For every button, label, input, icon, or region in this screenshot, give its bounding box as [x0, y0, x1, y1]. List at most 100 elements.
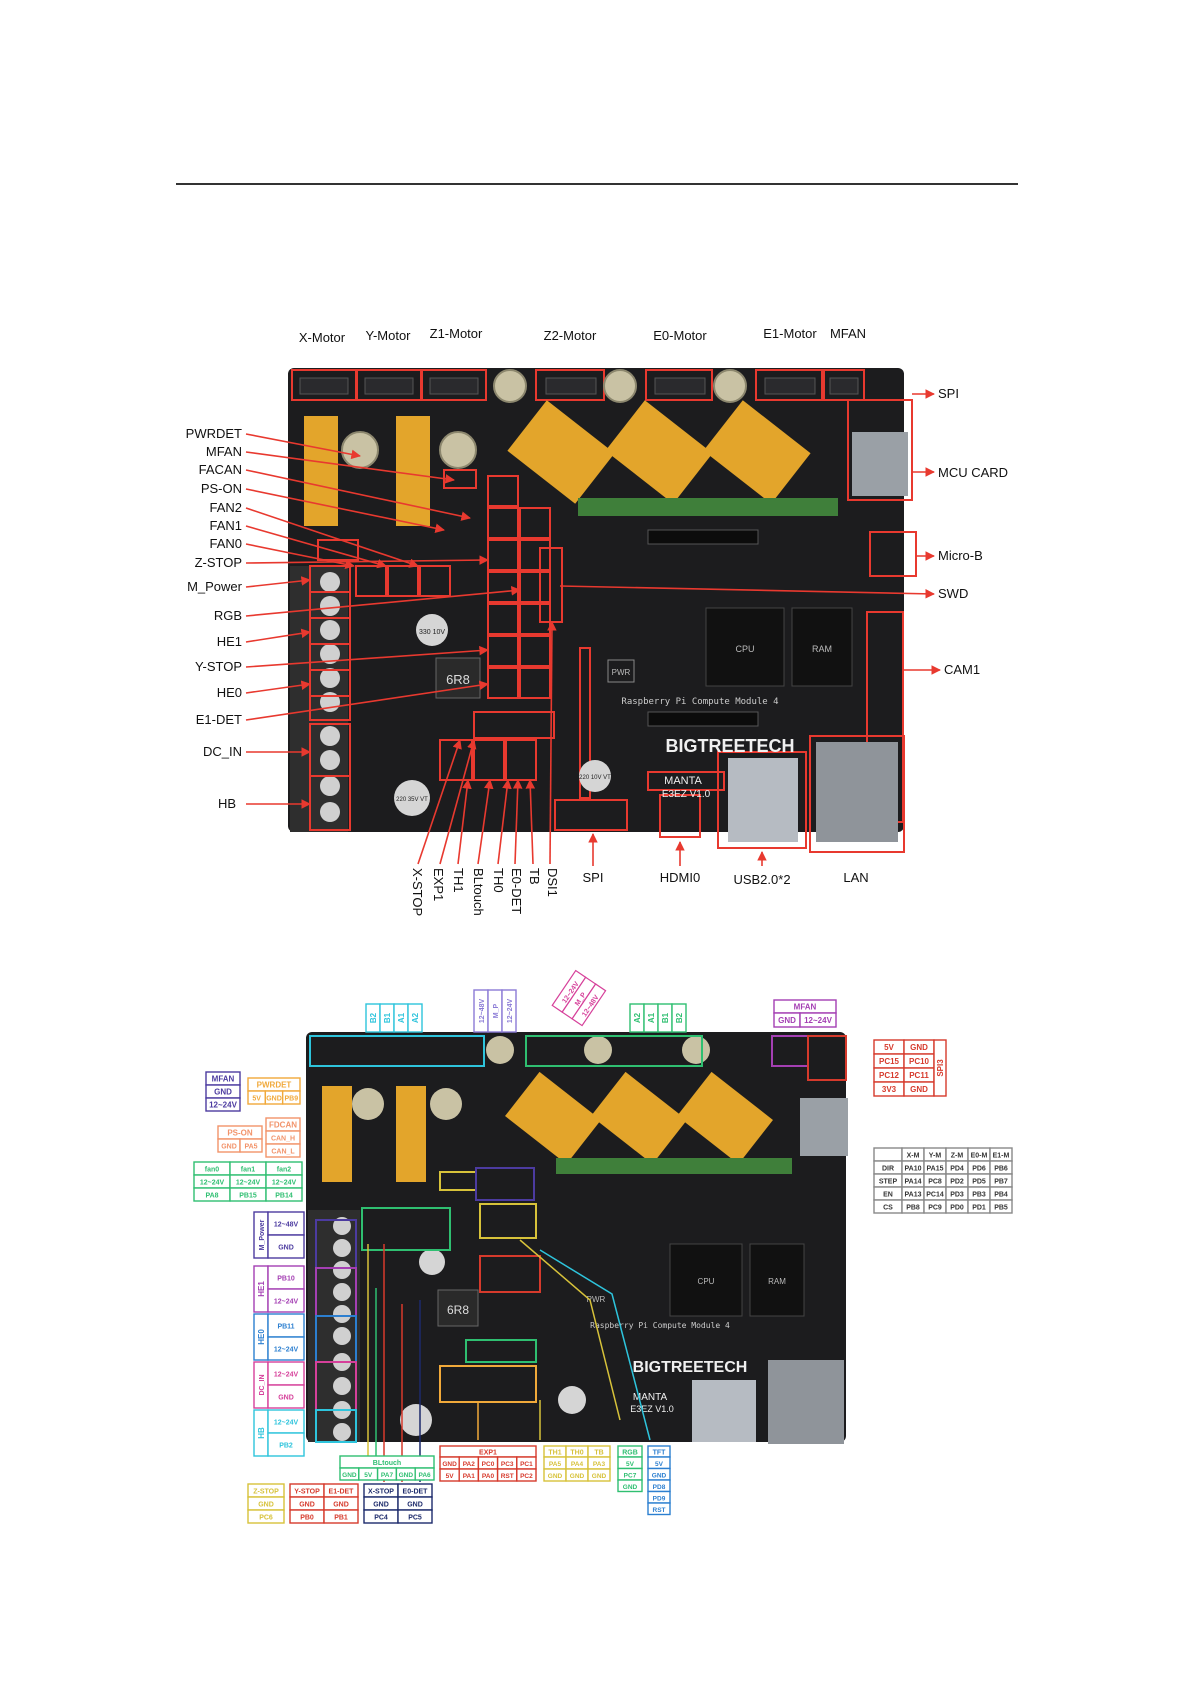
x-stop-pin: PC4: [363, 1509, 399, 1524]
mfan-left-gnd: GND: [205, 1084, 241, 1099]
motor-head-3: Z-M: [945, 1147, 969, 1162]
label-fan0: FAN0: [209, 536, 242, 551]
label-pwrdet: PWRDET: [186, 426, 242, 441]
label-he0: HE0: [217, 685, 242, 700]
tb-gnd-text: GND: [592, 1473, 607, 1480]
motor-r2-c0-text: EN: [883, 1192, 893, 1199]
tb-gnd: GND: [587, 1468, 611, 1482]
pwrdet-pin-0-text: 5V: [252, 1096, 261, 1103]
exp1-r1-2-text: PC0: [482, 1461, 495, 1468]
board2-brand-label: BIGTREETECH: [633, 1359, 748, 1376]
label-rgb: RGB: [214, 608, 242, 623]
motor-r0-c3-text: PD4: [950, 1166, 964, 1173]
dc-in-title-text: DC_IN: [259, 1374, 266, 1395]
label-he1: HE1: [217, 634, 242, 649]
e1-det-pin: PB1: [323, 1509, 359, 1524]
e1-det-title-text: E1-DET: [329, 1489, 355, 1496]
rgb-pin-2: GND: [617, 1479, 643, 1493]
mfan-left-v: 12~24V: [205, 1097, 241, 1112]
dc-in-v-text: 12~24V: [274, 1372, 299, 1379]
motor-r3-c0-text: CS: [883, 1205, 893, 1212]
he1-title-text: HE1: [257, 1281, 266, 1297]
board-2: CPU RAM PWR Raspberry Pi Compute Module …: [306, 1032, 848, 1482]
exp1-r1-1: PA2: [458, 1456, 480, 1470]
hb-v: 12~24V: [267, 1409, 305, 1434]
e0-det-gnd: GND: [397, 1496, 433, 1511]
fan-name-1-text: fan1: [241, 1167, 256, 1174]
motor-r0-c1: PA10: [901, 1160, 925, 1175]
th1-gnd: GND: [543, 1468, 567, 1482]
exp1-r2-4: PC2: [516, 1468, 537, 1482]
label-dc-in: DC_IN: [203, 744, 242, 759]
top-right-pin-2-text: B1: [661, 1012, 670, 1023]
e0-det-title-text: E0-DET: [403, 1489, 429, 1496]
th1-pin: PA5: [543, 1456, 567, 1470]
fdcan-canh: CAN_H: [265, 1130, 301, 1145]
motor-r1-c0: STEP: [873, 1173, 903, 1188]
rgb-title: RGB: [617, 1445, 643, 1458]
motor-r3-c3: PD0: [945, 1199, 969, 1214]
tft-pin-3: PD9: [647, 1490, 671, 1504]
exp1-r2-4-text: PC2: [520, 1473, 533, 1480]
exp1-r1-1-text: PA2: [463, 1461, 476, 1468]
y-stop-title-text: Y-STOP: [294, 1489, 320, 1496]
tb-title: TB: [587, 1445, 611, 1458]
motor-head-5: E1-M: [989, 1147, 1013, 1162]
m-power-gnd: GND: [267, 1234, 305, 1259]
bltouch-pin-0: GND: [339, 1467, 360, 1481]
motor-r2-c4-text: PB3: [972, 1192, 986, 1199]
x-stop-title: X-STOP: [363, 1483, 399, 1498]
motor-r3-c4-text: PD1: [972, 1205, 986, 1212]
exp1-title-text: EXP1: [479, 1450, 497, 1457]
board1-pwr-label: PWR: [612, 668, 631, 677]
fdcan-title-text: FDCAN: [269, 1121, 297, 1130]
fan-pin-0: PA8: [193, 1187, 231, 1202]
pwrdet-pin-2: PB9: [281, 1090, 301, 1105]
bltouch-pin-1: 5V: [358, 1467, 379, 1481]
mfan-top-title-text: MFAN: [794, 1003, 817, 1012]
z-stop-gnd: GND: [247, 1496, 285, 1511]
board2-inductor-label: 6R8: [447, 1303, 469, 1317]
rgb-pin-0: 5V: [617, 1456, 643, 1470]
spi3-r0-c1-text: GND: [910, 1043, 928, 1052]
he0-title: HE0: [253, 1313, 269, 1361]
motor-r1-c2-text: PC8: [928, 1179, 942, 1186]
label-spi-right: SPI: [938, 386, 959, 401]
motor-r0-c0-text: DIR: [882, 1166, 894, 1173]
mfan-left-title: MFAN: [205, 1071, 241, 1086]
motor-r3-c3-text: PD0: [950, 1205, 964, 1212]
hb-title: HB: [253, 1409, 269, 1457]
tb-pin: PA3: [587, 1456, 611, 1470]
pwrdet-pin-1-text: GND: [266, 1096, 282, 1103]
motor-head-1-text: X-M: [907, 1153, 920, 1160]
th1-title-text: TH1: [548, 1450, 561, 1457]
motor-r1-c3: PD2: [945, 1173, 969, 1188]
tft-pin-3-text: PD9: [653, 1495, 666, 1502]
hb-pin: PB2: [267, 1432, 305, 1457]
motor-head-2: Y-M: [923, 1147, 947, 1162]
hb-pin-text: PB2: [279, 1443, 293, 1450]
z-stop-pin-text: PC6: [259, 1515, 273, 1522]
x-stop-gnd-text: GND: [373, 1502, 389, 1509]
motor-r2-c3: PD3: [945, 1186, 969, 1201]
bltouch-pin-2-text: PA7: [381, 1472, 394, 1479]
mfan-top-title: MFAN: [773, 999, 837, 1014]
label-facan: FACAN: [199, 462, 242, 477]
top-right-pin-0-text: A2: [633, 1012, 642, 1023]
hb-v-text: 12~24V: [274, 1420, 299, 1427]
th1-pin-text: PA5: [549, 1461, 562, 1468]
board1-cap1-label: 330 10V: [419, 629, 445, 636]
fan-name-2: fan2: [265, 1161, 303, 1176]
fdcan-canl: CAN_L: [265, 1143, 301, 1158]
motor-r0-c1-text: PA10: [905, 1166, 922, 1173]
bltouch-pin-3: GND: [395, 1467, 416, 1481]
m-power-v-text: 12~48V: [274, 1222, 299, 1229]
label-hdmi0: HDMI0: [660, 870, 700, 885]
motor-r1-c5-text: PB7: [994, 1179, 1008, 1186]
mfan-top-gnd: GND: [773, 1012, 801, 1028]
label-micro-b: Micro-B: [938, 548, 983, 563]
fan-volt-1-text: 12~24V: [236, 1180, 261, 1187]
dc-in-gnd-text: GND: [278, 1395, 294, 1402]
board2-pwr-label: PWR: [587, 1295, 606, 1304]
motor-r0-c4: PD6: [967, 1160, 991, 1175]
